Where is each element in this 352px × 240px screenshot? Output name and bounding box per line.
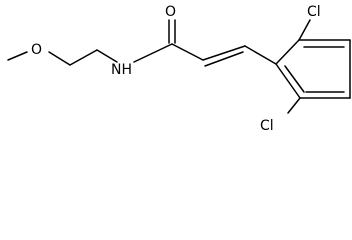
ring-inner-c1-c6 <box>284 65 305 93</box>
bond-o-ch2 <box>48 51 71 66</box>
ring-c1-c2 <box>275 39 300 65</box>
bond-c6-cl <box>287 97 301 114</box>
ring-c5-c6 <box>275 63 301 99</box>
atom-label-cl-top: Cl <box>307 4 321 20</box>
bond-ch2-n <box>96 49 118 63</box>
bond-cbeta-ring <box>244 45 277 65</box>
chemical-structure: O NH O Cl Cl <box>7 4 351 134</box>
atom-label-cl-bottom: Cl <box>260 118 274 134</box>
bond-alkene-a <box>202 45 246 61</box>
bond-lines <box>7 19 351 114</box>
bond-ch3-o <box>7 51 28 61</box>
atom-labels: O NH O Cl Cl <box>31 4 321 134</box>
bond-n-c <box>133 43 173 63</box>
bond-c2-cl <box>298 19 311 41</box>
atom-label-nh: NH <box>111 62 132 78</box>
bond-ch2-ch2 <box>69 49 98 66</box>
atom-label-o-carbonyl: O <box>165 4 176 20</box>
atom-label-o-methoxy: O <box>31 42 42 58</box>
bond-alkene-b <box>204 51 244 67</box>
bond-c-calpha <box>171 43 204 61</box>
